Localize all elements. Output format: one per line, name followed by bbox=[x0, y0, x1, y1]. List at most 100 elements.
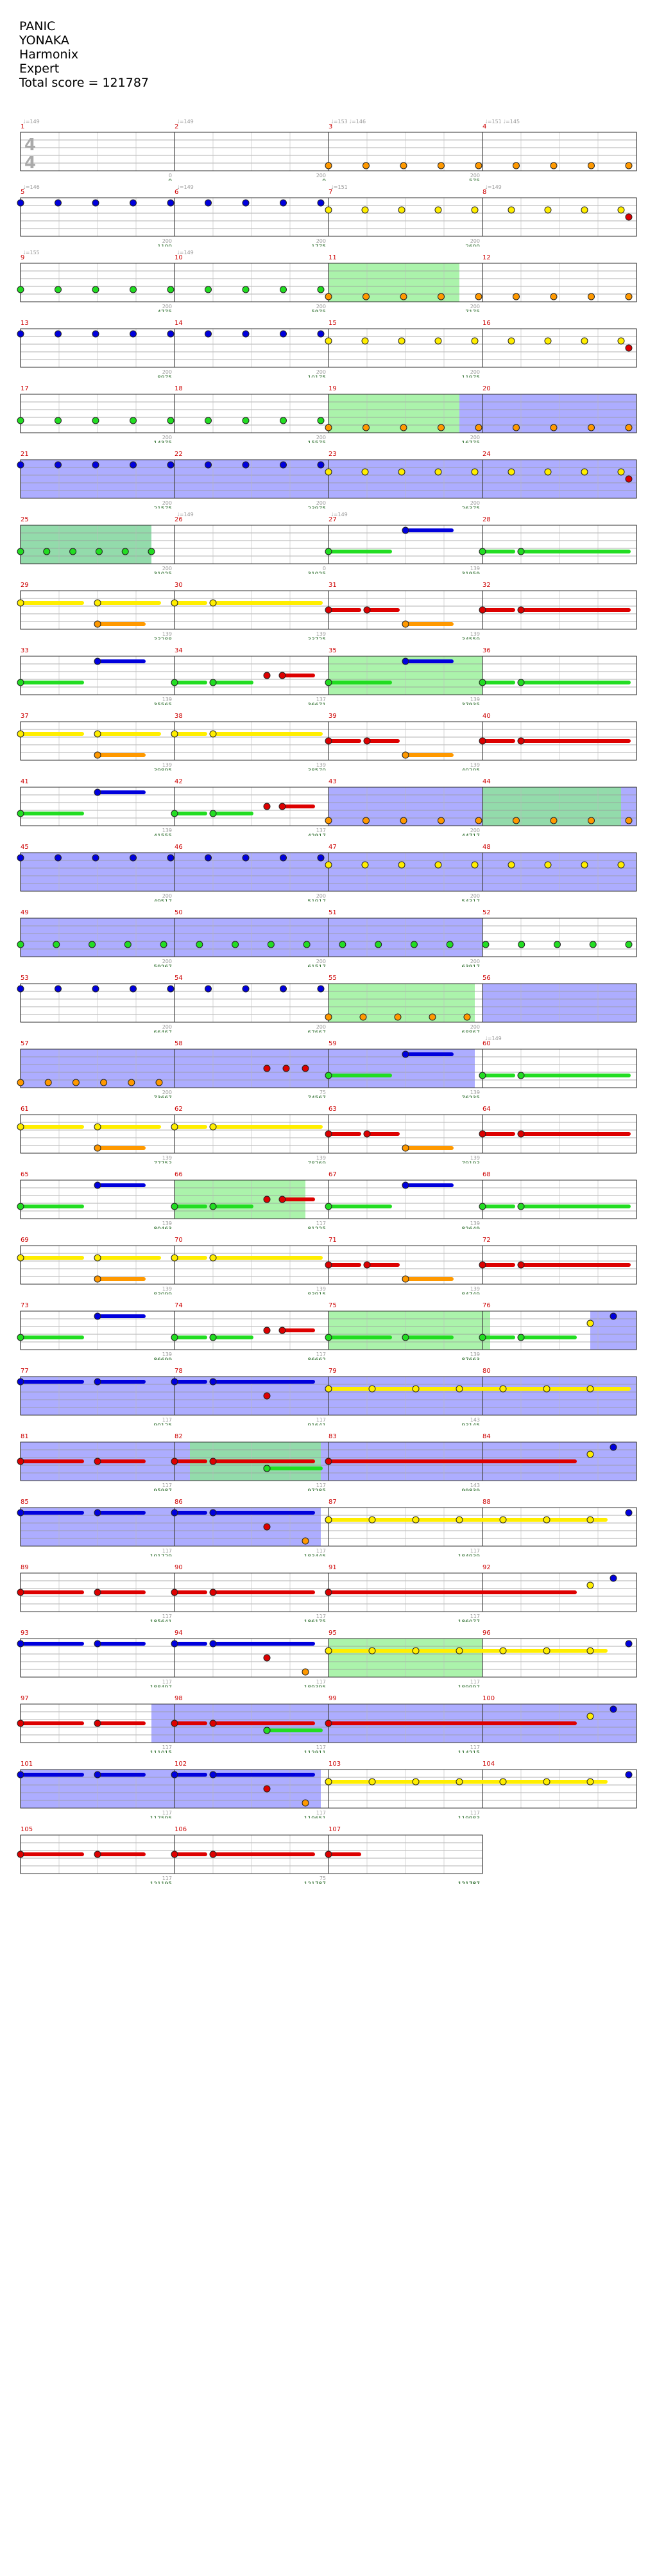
measure-number: 46 bbox=[175, 844, 183, 851]
measure-beat-count: 139 bbox=[470, 697, 480, 702]
chart-row: 77781179012554.59%791179164142.89%801439… bbox=[17, 1368, 637, 1425]
note-green bbox=[130, 286, 137, 293]
note-yellow bbox=[171, 1254, 178, 1262]
measure-score: 0 bbox=[322, 178, 326, 181]
measure-score: 34559 bbox=[461, 637, 480, 640]
note-red bbox=[263, 1392, 271, 1400]
measure-beat-count: 139 bbox=[162, 697, 172, 702]
note-red bbox=[278, 672, 286, 679]
measure-number: 48 bbox=[482, 844, 491, 851]
note-orange bbox=[325, 293, 332, 300]
note-red bbox=[17, 1588, 24, 1596]
note-green bbox=[479, 679, 486, 686]
note-blue bbox=[317, 330, 325, 338]
note-red bbox=[517, 737, 525, 745]
note-green bbox=[482, 941, 490, 948]
measure-beat-count: 117 bbox=[162, 1745, 172, 1750]
note-orange bbox=[402, 1275, 409, 1283]
note-red bbox=[209, 1850, 217, 1858]
measure-number: 90 bbox=[175, 1564, 183, 1571]
note-yellow bbox=[586, 1712, 594, 1720]
chart-row: 1314200897525.00%152001017525.00%1620011… bbox=[17, 320, 637, 378]
note-green bbox=[410, 941, 418, 948]
note-red bbox=[209, 1458, 217, 1465]
measure-number: 66 bbox=[175, 1171, 183, 1178]
note-blue bbox=[205, 461, 212, 469]
note-green bbox=[479, 1072, 486, 1079]
measure-number: 47 bbox=[328, 844, 337, 851]
note-yellow bbox=[617, 337, 625, 345]
note-green bbox=[43, 548, 51, 555]
note-blue bbox=[17, 1640, 24, 1648]
measure-score: 33725 bbox=[307, 637, 326, 640]
measure-number: 107 bbox=[328, 1826, 341, 1833]
note-green bbox=[317, 286, 325, 293]
measure-number: 86 bbox=[175, 1499, 183, 1506]
chart-row: 17182001437525.00%192001557525.00%202001… bbox=[17, 385, 637, 443]
note-yellow bbox=[434, 337, 442, 345]
note-green bbox=[317, 417, 325, 424]
note-yellow bbox=[368, 1778, 376, 1786]
note-blue bbox=[317, 199, 325, 207]
note-green bbox=[55, 286, 62, 293]
note-red bbox=[94, 1588, 101, 1596]
note-blue bbox=[55, 461, 62, 469]
note-red bbox=[517, 606, 525, 614]
bpm-marker: ♩=149 bbox=[177, 512, 194, 518]
note-yellow bbox=[398, 468, 405, 476]
note-yellow bbox=[17, 1254, 24, 1262]
measure-beat-count: 117 bbox=[162, 1417, 172, 1423]
note-blue bbox=[242, 330, 250, 338]
note-green bbox=[55, 417, 62, 424]
measure-beat-count: 117 bbox=[162, 1548, 172, 1554]
note-green bbox=[95, 548, 103, 555]
measure-number: 84 bbox=[482, 1433, 491, 1440]
measure-number: 40 bbox=[482, 713, 491, 720]
measure-beat-count: 117 bbox=[316, 1221, 326, 1226]
measure-number: 106 bbox=[175, 1826, 187, 1833]
measure-score: 77753 bbox=[153, 1161, 172, 1163]
note-green bbox=[124, 941, 132, 948]
chart-row: 45462004951749.69%472005191737.18%482005… bbox=[17, 844, 637, 901]
note-orange bbox=[550, 817, 558, 824]
measure-number: 50 bbox=[175, 909, 183, 916]
measure-score: 31025 bbox=[307, 571, 326, 574]
note-yellow bbox=[508, 337, 515, 345]
measure-beat-count: 200 bbox=[316, 959, 326, 964]
note-orange bbox=[302, 1668, 309, 1676]
note-orange bbox=[429, 1013, 436, 1021]
measure-beat-count: 200 bbox=[162, 435, 172, 440]
measure-number: 11 bbox=[328, 254, 337, 261]
note-yellow bbox=[325, 861, 332, 869]
measure-beat-count: 200 bbox=[162, 1024, 172, 1030]
note-yellow bbox=[508, 861, 515, 869]
measure-score: 23975 bbox=[307, 506, 326, 509]
measure-beat-count: 200 bbox=[470, 500, 480, 506]
note-orange bbox=[588, 424, 595, 431]
measure-beat-count: 200 bbox=[162, 304, 172, 309]
note-orange bbox=[402, 620, 409, 628]
measure-beat-count: 117 bbox=[162, 1875, 172, 1881]
measure-number: 21 bbox=[21, 451, 29, 458]
note-red bbox=[171, 1588, 178, 1596]
song-artist: YONAKA bbox=[19, 33, 69, 48]
measure-score: 87663 bbox=[461, 1357, 480, 1360]
chart-row: 29301393328825.00%311393372525.00%321393… bbox=[17, 582, 637, 640]
note-yellow bbox=[368, 1385, 376, 1393]
note-green bbox=[325, 679, 332, 686]
measure-score: 97285 bbox=[307, 1488, 326, 1491]
measure-number: 59 bbox=[328, 1040, 337, 1047]
measure-number: 35 bbox=[328, 647, 337, 654]
note-blue bbox=[55, 330, 62, 338]
measure-number: 52 bbox=[482, 909, 491, 916]
measure-score: 11975 bbox=[461, 375, 480, 378]
note-yellow bbox=[586, 1450, 594, 1458]
measure-beat-count: 117 bbox=[470, 1679, 480, 1685]
measure-score: 121787 bbox=[304, 1881, 326, 1884]
measure-number: 88 bbox=[482, 1499, 491, 1506]
note-red bbox=[209, 1719, 217, 1727]
chart-row: 89901171856410.00%911171861750.00%921171… bbox=[17, 1564, 637, 1622]
measure-number: 26 bbox=[175, 516, 183, 523]
measure-beat-count: 200 bbox=[470, 828, 480, 833]
